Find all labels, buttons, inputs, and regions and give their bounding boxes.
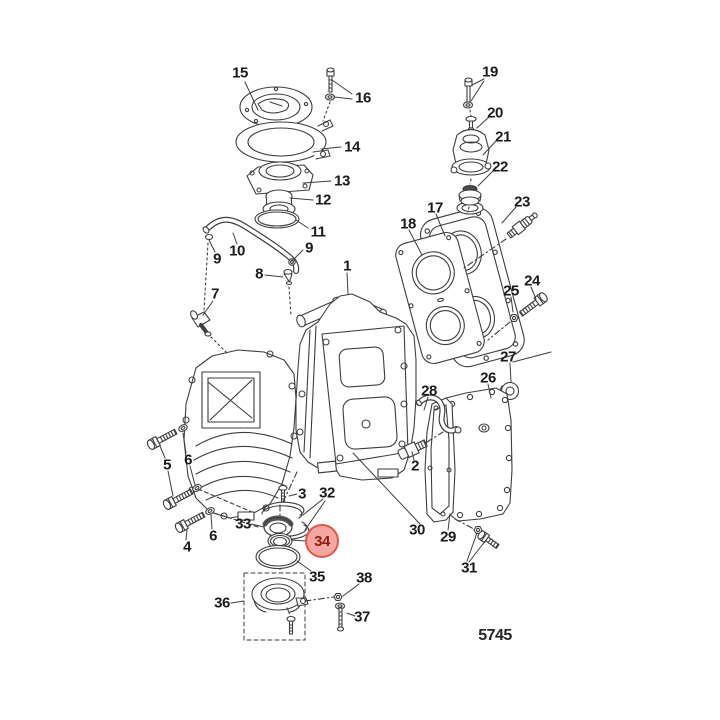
callout-8[interactable]: 8	[255, 265, 263, 283]
callout-9-left[interactable]: 9	[213, 250, 221, 268]
callout-7[interactable]: 7	[211, 285, 219, 303]
callout-24[interactable]: 24	[524, 272, 540, 290]
callout-6-lower[interactable]: 6	[209, 527, 217, 545]
callout-11[interactable]: 11	[310, 223, 326, 241]
callout-17[interactable]: 17	[427, 199, 443, 217]
callout-23[interactable]: 23	[514, 193, 530, 211]
callout-14[interactable]: 14	[344, 138, 360, 156]
callout-13[interactable]: 13	[334, 172, 350, 190]
callout-33[interactable]: 33	[235, 515, 251, 533]
callout-37[interactable]: 37	[354, 608, 370, 626]
callout-28[interactable]: 28	[421, 382, 437, 400]
callout-29[interactable]: 29	[440, 528, 456, 546]
callout-34-highlighted[interactable]: 34	[305, 524, 339, 558]
callout-2[interactable]: 2	[411, 457, 419, 475]
top-cover-stack	[235, 67, 336, 229]
callout-9-right[interactable]: 9	[305, 239, 313, 257]
callout-35[interactable]: 35	[309, 568, 325, 586]
leader-lines	[159, 78, 552, 617]
callout-12[interactable]: 12	[315, 191, 331, 209]
callout-27[interactable]: 27	[500, 348, 516, 366]
callout-19[interactable]: 19	[482, 63, 498, 81]
crankcase-block	[145, 293, 417, 535]
breather-hose-assembly	[190, 216, 300, 355]
callout-3[interactable]: 3	[298, 485, 306, 503]
side-cover-assembly	[397, 387, 513, 551]
lower-seal-stack	[243, 471, 346, 641]
callout-31[interactable]: 31	[461, 559, 477, 577]
callout-15[interactable]: 15	[232, 64, 248, 82]
callout-25[interactable]: 25	[503, 282, 519, 300]
drawing-number: 5745	[478, 627, 512, 644]
callout-38[interactable]: 38	[356, 569, 372, 587]
callout-5[interactable]: 5	[163, 456, 171, 474]
callout-6-upper[interactable]: 6	[184, 451, 192, 469]
callout-22[interactable]: 22	[492, 158, 508, 176]
callout-30[interactable]: 30	[409, 521, 425, 539]
callout-1[interactable]: 1	[343, 257, 351, 275]
callout-21[interactable]: 21	[495, 128, 511, 146]
callout-16[interactable]: 16	[355, 89, 371, 107]
callout-32[interactable]: 32	[319, 484, 335, 502]
callout-4[interactable]: 4	[183, 538, 191, 556]
callout-20[interactable]: 20	[487, 104, 503, 122]
callout-18[interactable]: 18	[400, 215, 416, 233]
callout-10[interactable]: 10	[229, 242, 245, 260]
callout-36[interactable]: 36	[214, 594, 230, 612]
cylinder-head-assembly	[395, 77, 550, 412]
callout-26[interactable]: 26	[480, 369, 496, 387]
